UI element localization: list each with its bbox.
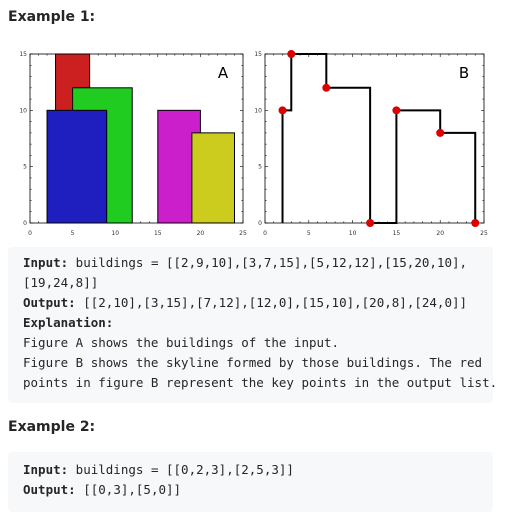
panel-b-frame	[264, 53, 485, 224]
skyline-key-point	[287, 50, 296, 58]
explanation-line-1: Figure A shows the buildings of the inpu…	[23, 335, 340, 350]
panel-b-y-tick-label: 10	[254, 107, 262, 114]
input-value: buildings = [[2,9,10],[3,7,15],[5,12,12]…	[68, 255, 468, 270]
panel-a-y-tick-label: 10	[19, 107, 27, 114]
input-value-continued: [19,24,8]]	[23, 275, 99, 290]
input-value: buildings = [[0,2,3],[2,5,3]]	[68, 462, 294, 477]
skyline-key-point	[366, 219, 375, 227]
output-value: [[0,3],[5,0]]	[75, 482, 182, 497]
panel-a-x-tick-label: 0	[28, 230, 32, 237]
explanation-label: Explanation:	[23, 315, 114, 330]
panel-b-x-tick-label: 0	[263, 230, 267, 237]
panel-a-label: A	[218, 64, 229, 82]
panel-a-y-tick-label: 15	[19, 51, 27, 58]
output-label: Output:	[23, 482, 76, 497]
panel-b-x-tick-label: 20	[436, 230, 444, 237]
explanation-line-3: points in figure B represent the key poi…	[23, 375, 498, 390]
building-bar	[191, 132, 235, 224]
panel-a-x-tick-label: 15	[154, 230, 162, 237]
panel-b-y-tick-label: 0	[258, 220, 262, 227]
output-value: [[2,10],[3,15],[7,12],[12,0],[15,10],[20…	[75, 295, 468, 310]
example-1-code-block: Input: buildings = [[2,9,10],[3,7,15],[5…	[8, 247, 498, 403]
skyline-key-point	[392, 106, 401, 115]
example-2-heading: Example 2:	[8, 419, 96, 435]
panel-b-label: B	[459, 64, 469, 82]
skyline-key-point	[278, 106, 287, 115]
input-label: Input:	[23, 255, 69, 270]
panel-b-x-tick-label: 25	[480, 230, 488, 237]
example-1-heading: Example 1:	[8, 9, 96, 25]
output-label: Output:	[23, 295, 76, 310]
panel-a-y-tick-label: 0	[23, 220, 27, 227]
building-bar	[46, 109, 108, 224]
panel-b-x-tick-label: 10	[349, 230, 357, 237]
panel-a-x-tick-label: 25	[239, 230, 247, 237]
example-2-code-block: Input: buildings = [[0,2,3],[2,5,3]] Outp…	[8, 452, 493, 512]
panel-b-y-tick-label: 5	[258, 164, 262, 171]
panel-a-y-tick-label: 5	[23, 164, 27, 171]
panel-b-y-tick-label: 15	[254, 51, 262, 58]
panel-b-x-tick-label: 15	[393, 230, 401, 237]
explanation-line-2: Figure B shows the skyline formed by tho…	[23, 355, 483, 370]
skyline-key-point	[471, 219, 480, 227]
skyline-key-point	[322, 83, 331, 92]
panel-a-x-tick-label: 10	[111, 230, 119, 237]
skyline-key-point	[436, 128, 445, 137]
input-label: Input:	[23, 462, 69, 477]
panel-a-x-tick-label: 20	[197, 230, 205, 237]
panel-a-x-tick-label: 5	[71, 230, 75, 237]
panel-b-x-tick-label: 5	[307, 230, 311, 237]
